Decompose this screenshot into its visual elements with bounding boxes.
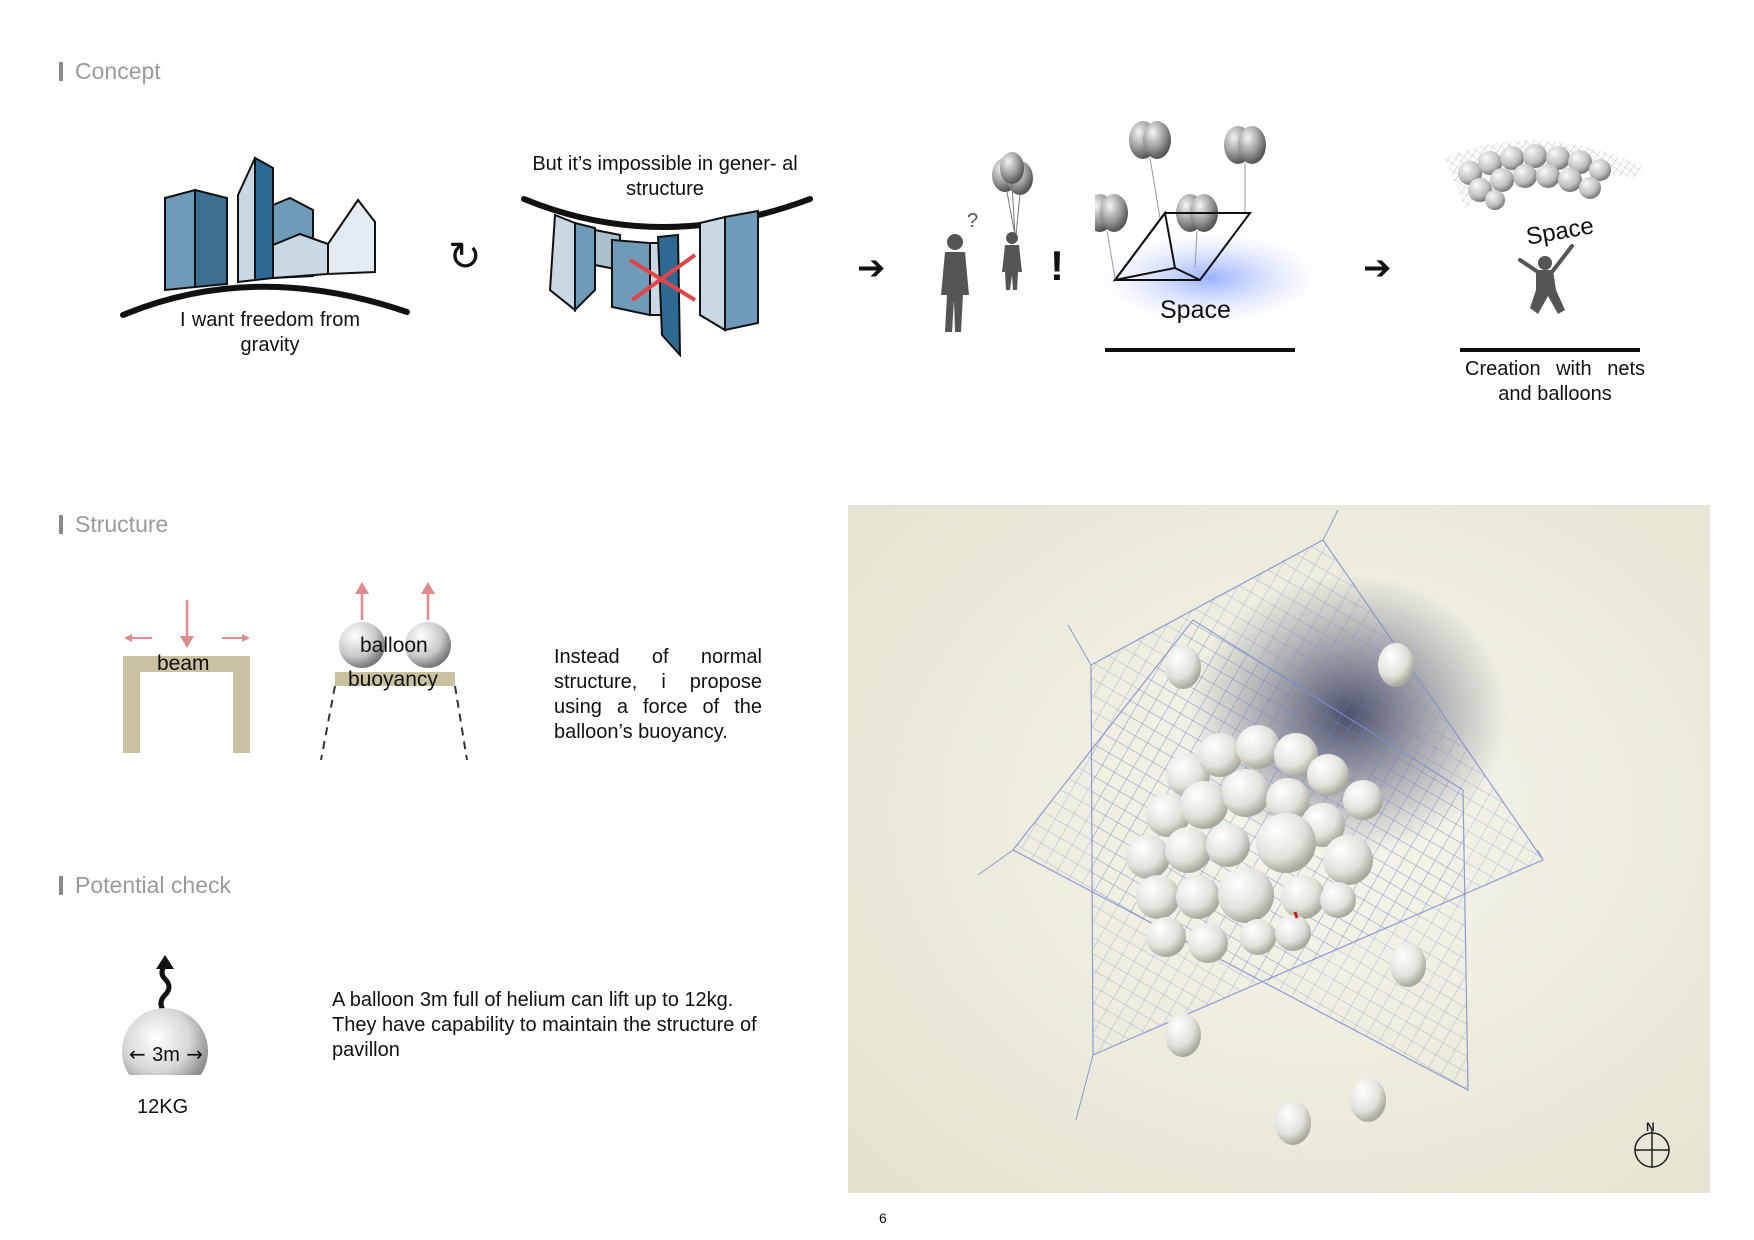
weight-label: 12KG bbox=[137, 1096, 189, 1118]
caption-creation: Creation with nets and balloons bbox=[1465, 358, 1645, 405]
north-compass-icon: N bbox=[1634, 1120, 1670, 1168]
section-title-text: Concept bbox=[75, 58, 161, 84]
structure-description: Instead of normal structure, i propose u… bbox=[554, 646, 762, 743]
section-title-structure: Structure bbox=[59, 511, 168, 538]
pavilion-rendering: N bbox=[848, 505, 1710, 1193]
beam-label: beam bbox=[157, 652, 210, 675]
net-balloons-space-illustration bbox=[1445, 140, 1645, 352]
question-mark: ? bbox=[967, 210, 979, 232]
section-marker bbox=[59, 515, 63, 534]
inverted-buildings-illustration bbox=[521, 196, 813, 358]
dimension-arrow-icon: → bbox=[186, 1042, 204, 1066]
beam-diagram bbox=[123, 600, 250, 753]
buoyancy-label: buoyancy bbox=[348, 668, 438, 691]
section-title-potential: Potential check bbox=[59, 872, 231, 899]
right-arrow-icon: ➔ bbox=[1363, 248, 1392, 288]
balloon-lift-diagram bbox=[122, 955, 208, 1075]
balloon-buoyancy-diagram bbox=[320, 582, 468, 761]
section-marker bbox=[59, 876, 63, 895]
caption-impossible: But it’s impossible in gener- al structu… bbox=[532, 153, 798, 200]
balloons-frame-illustration bbox=[1095, 121, 1320, 352]
section-title-text: Potential check bbox=[75, 872, 231, 898]
section-marker bbox=[59, 62, 63, 81]
size-dimension: ← 3m → bbox=[120, 1042, 212, 1067]
dimension-arrow-icon: ← bbox=[128, 1042, 146, 1066]
people-with-balloons-illustration bbox=[941, 152, 1033, 332]
caption-freedom: I want freedom from gravity bbox=[180, 309, 360, 356]
potential-description: A balloon 3m full of helium can lift up … bbox=[332, 989, 757, 1061]
size-label: 3m bbox=[152, 1044, 180, 1066]
svg-text:N: N bbox=[1646, 1120, 1655, 1134]
section-title-concept: Concept bbox=[59, 58, 161, 85]
exclamation-mark: ! bbox=[1050, 242, 1064, 289]
pavilion-render-svg bbox=[977, 509, 1544, 1145]
rotate-arrow-icon: ↻ bbox=[448, 234, 482, 280]
right-arrow-icon: ➔ bbox=[857, 248, 886, 288]
page-number: 6 bbox=[879, 1210, 887, 1226]
space-label: Space bbox=[1160, 296, 1231, 324]
buildings-freedom-illustration bbox=[120, 156, 410, 318]
section-title-text: Structure bbox=[75, 511, 169, 537]
balloon-label: balloon bbox=[360, 634, 428, 657]
